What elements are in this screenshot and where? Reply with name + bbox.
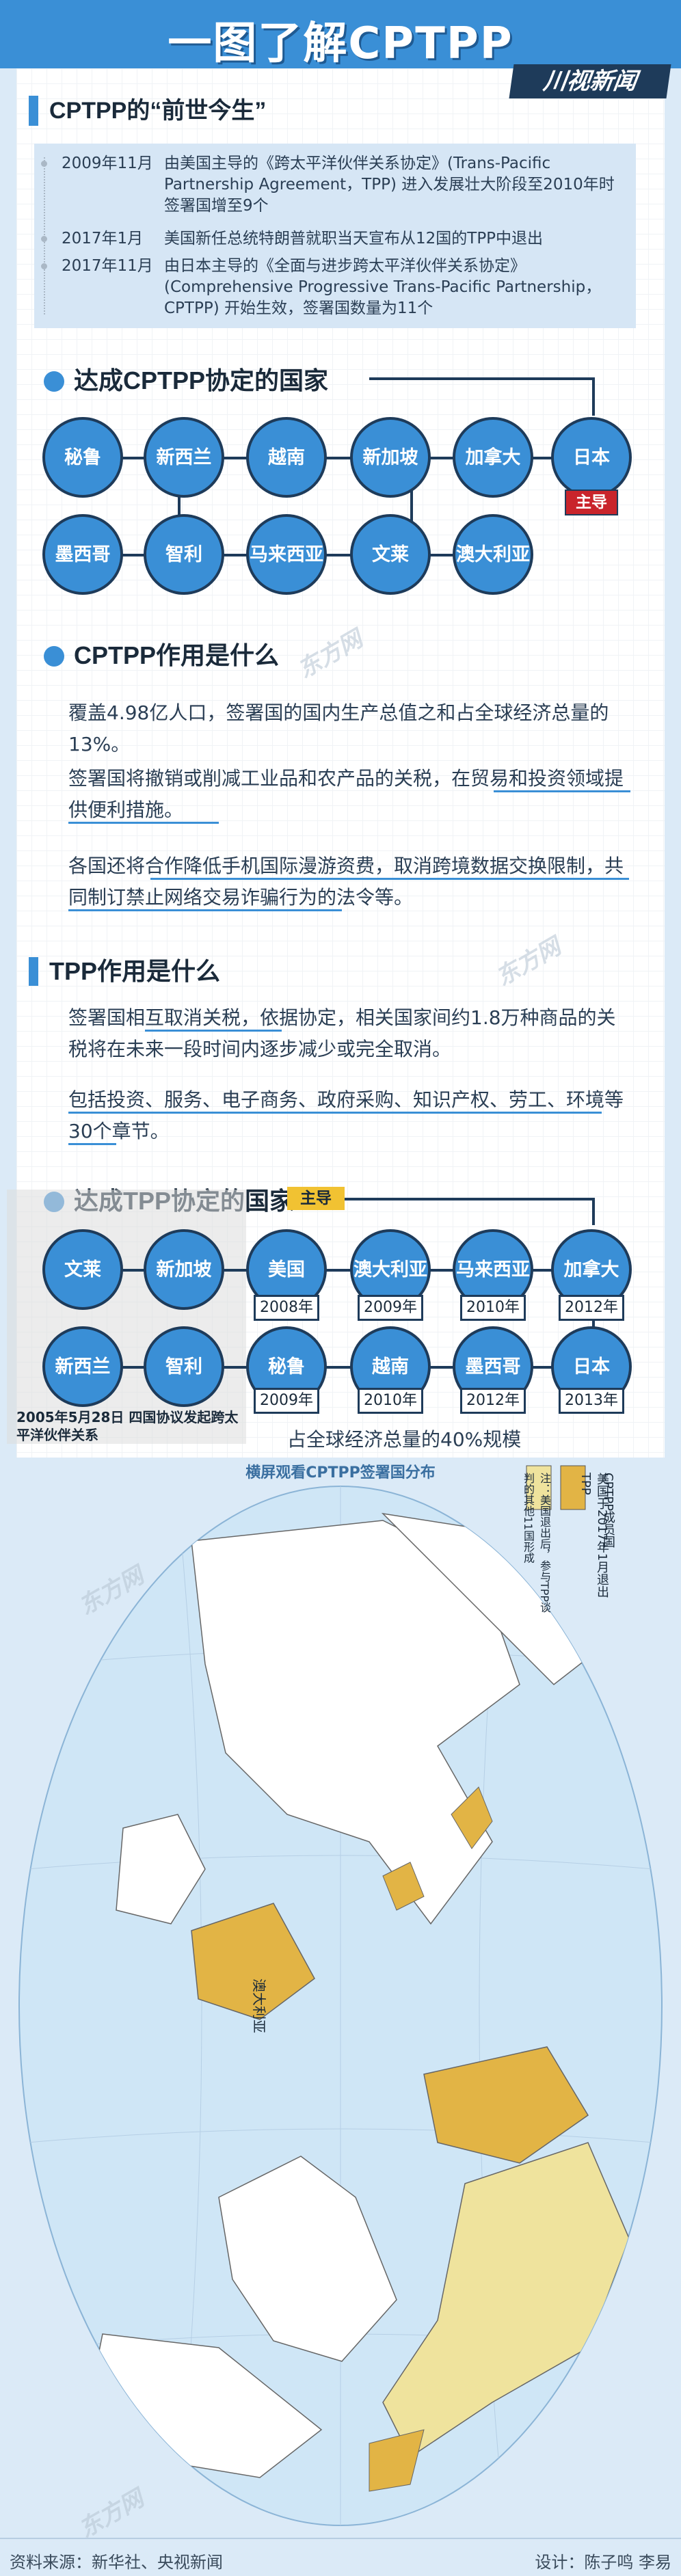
- legend-note: 注：美国退出后，参与TPP谈判的其他11国形成: [522, 1473, 551, 1613]
- country-circle: 新加坡: [350, 417, 431, 498]
- page-title: 一图了解CPTPP: [168, 18, 513, 69]
- map-panel: 澳大利亚: [0, 1459, 681, 2536]
- legend-swatch-us: [526, 1465, 552, 1510]
- connector-line: [82, 457, 602, 459]
- legend-label-us: 美国于2017年1月退出TPP: [578, 1473, 609, 1598]
- brand-logo: 川视新闻: [509, 64, 671, 98]
- timeline-date: 2009年11月: [62, 155, 153, 172]
- underline: [494, 790, 630, 792]
- paragraph: 覆盖4.98亿人口，签署国的国内生产总值之和占全球经济总量的13%。: [68, 701, 609, 755]
- country-circle: 墨西哥: [42, 514, 123, 595]
- paragraph: 各国还将合作降低手机国际漫游资费，取消跨境数据交换限制，共同制订禁止网络交易诈骗…: [68, 855, 624, 909]
- landmass-australia: [191, 1903, 315, 2020]
- timeline-dot: [41, 263, 47, 269]
- connector-line: [82, 1366, 602, 1369]
- landmass-canada: [423, 2046, 589, 2164]
- footer-source: 资料来源：新华社、央视新闻: [10, 2553, 223, 2572]
- share-note: 占全球经济总量的40%规模: [287, 1428, 522, 1451]
- timeline-item: 2017年1月 美国新任总统特朗普就职当天宣布从12国的TPP中退出: [34, 228, 636, 253]
- year-box: 2013年: [559, 1388, 624, 1414]
- leader-tag: 主导: [287, 1187, 345, 1210]
- year-box: 2010年: [358, 1388, 423, 1414]
- country-circle: 智利: [144, 514, 224, 595]
- year-box: 2012年: [559, 1295, 624, 1321]
- underline: [68, 909, 342, 911]
- connector-line: [592, 377, 595, 416]
- country-circle: 智利: [144, 1326, 224, 1407]
- year-box: 2008年: [254, 1295, 319, 1321]
- founding-zone: [7, 1190, 246, 1444]
- landmass-mexico: [369, 2429, 425, 2492]
- landmass-japan: [451, 1786, 493, 1849]
- section-heading-tpp-role: TPP作用是什么: [29, 957, 220, 986]
- underline: [150, 878, 629, 880]
- landmass-us: [382, 2142, 630, 2458]
- connector-line: [335, 1198, 595, 1200]
- country-circle: 新加坡: [144, 1229, 224, 1310]
- timeline-text: 由美国主导的《跨太平洋伙伴关系协定》(Trans-Pacific Partner…: [164, 155, 615, 215]
- connector-line: [178, 457, 181, 554]
- country-circle: 新西兰: [42, 1326, 123, 1407]
- connector-line: [82, 1269, 602, 1272]
- timeline-text: 美国新任总统特朗普就职当天宣布从12国的TPP中退出: [164, 230, 544, 247]
- paragraph: 包括投资、服务、电子商务、政府采购、知识产权、劳工、环境等30个章节。: [68, 1088, 624, 1142]
- legend-swatch-cptpp: [560, 1465, 586, 1510]
- underline: [68, 1112, 602, 1114]
- underline: [68, 822, 219, 824]
- year-box: 2009年: [358, 1295, 423, 1321]
- section-heading-cptpp-role: CPTPP作用是什么: [44, 636, 279, 671]
- footer-design: 设计：陈子鸣 李易: [535, 2553, 671, 2572]
- timeline-item: 2017年11月 由日本主导的《全面与进步跨太平洋伙伴关系协定》(Compreh…: [34, 256, 636, 324]
- founding-note: 2005年5月28日 四国协议发起跨太平洋伙伴关系: [16, 1409, 239, 1443]
- timeline-date: 2017年1月: [62, 230, 144, 247]
- leader-tag: 主导: [565, 489, 618, 515]
- header-banner: 一图了解CPTPP: [0, 0, 681, 69]
- section-heading-history: CPTPP的“前世今生”: [29, 96, 266, 126]
- country-circle: 马来西亚: [246, 514, 327, 595]
- country-circle: 日本: [551, 417, 632, 498]
- landmass: [116, 1814, 206, 1924]
- country-circle: 文莱: [42, 1229, 123, 1310]
- connector-line: [592, 1198, 595, 1225]
- year-box: 2010年: [460, 1295, 526, 1321]
- underline: [68, 1143, 116, 1145]
- map-label-australia: 澳大利亚: [251, 1978, 267, 2033]
- landmass-cptpp: [382, 1862, 425, 1911]
- country-circle: 加拿大: [453, 417, 533, 498]
- country-circle: 文莱: [350, 514, 431, 595]
- timeline: 2009年11月 由美国主导的《跨太平洋伙伴关系协定》(Trans-Pacifi…: [34, 144, 636, 328]
- timeline-text: 由日本主导的《全面与进步跨太平洋伙伴关系协定》(Comprehensive Pr…: [164, 257, 602, 317]
- year-box: 2012年: [460, 1388, 526, 1414]
- connector-line: [369, 377, 593, 380]
- connector-line: [410, 457, 413, 554]
- country-circle: 越南: [246, 417, 327, 498]
- underline: [145, 1030, 282, 1032]
- footer: 资料来源：新华社、央视新闻 设计：陈子鸣 李易: [0, 2538, 681, 2576]
- timeline-dot: [41, 161, 47, 167]
- timeline-dot: [41, 236, 47, 242]
- landmass: [218, 2156, 397, 2362]
- paragraph: 签署国将撤销或削减工业品和农产品的关税，在贸易和投资领域提供便利措施。: [68, 767, 624, 821]
- section-heading-cptpp-countries: 达成CPTPP协定的国家: [44, 361, 328, 397]
- paragraph: 签署国相互取消关税，依据协定，相关国家间约1.8万种商品的关税将在未来一段时间内…: [68, 1006, 616, 1060]
- timeline-date: 2017年11月: [62, 257, 153, 275]
- country-circle: 澳大利亚: [453, 514, 533, 595]
- country-circle: 新西兰: [144, 417, 224, 498]
- timeline-item: 2009年11月 由美国主导的《跨太平洋伙伴关系协定》(Trans-Pacifi…: [34, 153, 636, 222]
- map-caption: 横屏观看CPTPP签署国分布: [245, 1464, 436, 1481]
- world-map: 澳大利亚: [18, 1465, 663, 2526]
- legend-label-cptpp: CPTPP成员国: [601, 1473, 615, 1548]
- country-circle: 秘鲁: [42, 417, 123, 498]
- year-box: 2009年: [254, 1388, 319, 1414]
